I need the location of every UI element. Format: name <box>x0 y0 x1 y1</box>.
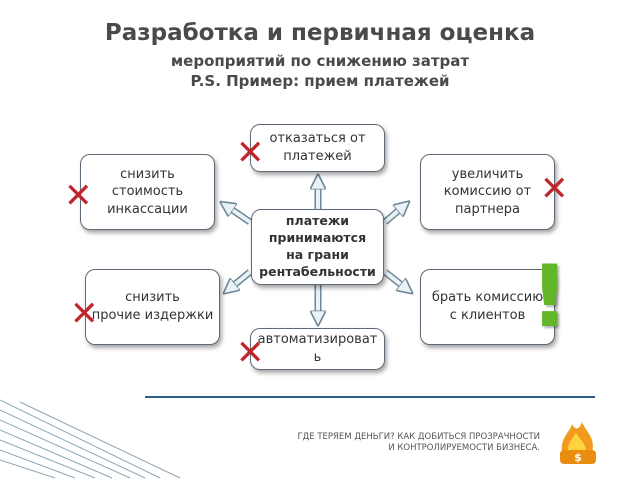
node-top: отказаться от платежей <box>250 124 385 172</box>
cross-icon: ✕ <box>64 176 93 216</box>
hatch-decoration <box>0 399 181 479</box>
footer-line-1: ГДЕ ТЕРЯЕМ ДЕНЬГИ? КАК ДОБИТЬСЯ ПРОЗРАЧН… <box>297 432 540 442</box>
cross-icon: ✕ <box>236 333 265 373</box>
node-bottom: автоматизироват ь <box>250 328 385 370</box>
fire-dollar-icon: $ <box>560 422 596 464</box>
cross-icon: ✕ <box>540 169 569 209</box>
node-top-left: снизить стоимость инкассации <box>80 154 215 230</box>
footer-line-2: И КОНТРОЛИРУЕМОСТИ БИЗНЕСА. <box>388 443 540 454</box>
svg-text:$: $ <box>574 451 582 464</box>
subtitle-line-1: мероприятий по снижению затрат <box>170 52 470 70</box>
page-subtitle: мероприятий по снижению затрат P.S. Прим… <box>0 52 640 91</box>
node-bottom-left: снизить прочие издержки <box>85 269 220 345</box>
footer-text: ГДЕ ТЕРЯЕМ ДЕНЬГИ? КАК ДОБИТЬСЯ ПРОЗРАЧН… <box>260 432 540 454</box>
cross-icon: ✕ <box>70 294 99 334</box>
node-center: платежи принимаются на грани рентабельно… <box>251 209 384 285</box>
subtitle-line-2: P.S. Пример: прием платежей <box>190 71 450 90</box>
cross-icon: ✕ <box>236 133 265 173</box>
node-top-right: увеличить комиссию от партнера <box>420 154 555 230</box>
page-title: Разработка и первичная оценка <box>104 20 536 46</box>
exclamation-icon: ! <box>530 247 570 347</box>
node-bottom-right: брать комиссию с клиентов <box>420 269 555 345</box>
